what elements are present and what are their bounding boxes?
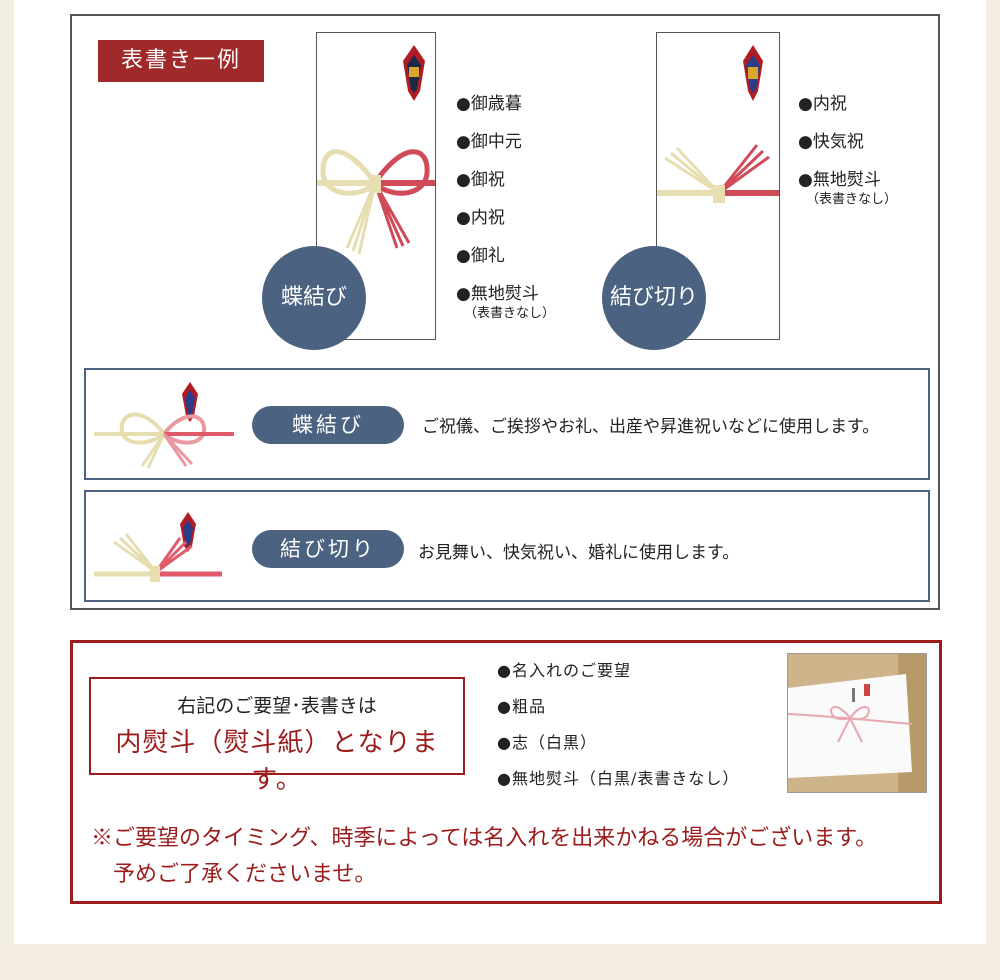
noshi-ornament-icon (743, 45, 763, 101)
timing-warning: ※ご要望のタイミング、時季によっては名入れを出来かねる場合がございます。 予めご… (91, 821, 877, 893)
chou-pill-label: 蝶結び (252, 406, 404, 444)
sample-section: 表書き一例 蝶結び ●御歳暮 ●御中元 ●御祝 (70, 14, 940, 610)
musubi-circle-label: 結び切り (602, 246, 706, 350)
list-item-note: （表書きなし） (464, 306, 556, 321)
list-item-note: （表書きなし） (806, 192, 898, 207)
request-item-list: ●名入れのご要望 ●粗品 ●志（白黒） ●無地熨斗（白黒/表書きなし） (497, 659, 739, 803)
musubi-usage-band: 結び切り お見舞い、快気祝い、婚礼に使用します。 (84, 490, 930, 602)
musubi-pill-label: 結び切り (252, 530, 404, 568)
warning-line-2: 予めご了承くださいませ。 (113, 862, 377, 887)
list-item: ●名入れのご要望 (497, 661, 631, 680)
list-item: ●御中元 (456, 132, 522, 152)
list-item: ●無地熨斗 （表書きなし） (456, 282, 556, 321)
gift-box-photo (787, 653, 927, 793)
list-item: ●内祝 (456, 208, 505, 228)
list-item: ●志（白黒） (497, 733, 597, 752)
notice-line-1: 右記のご要望･表書きは (177, 695, 377, 717)
musubi-usage-text: お見舞い、快気祝い、婚礼に使用します。 (418, 543, 740, 563)
musubi-item-list: ●内祝 ●快気祝 ●無地熨斗 （表書きなし） (798, 92, 898, 207)
request-section: 右記のご要望･表書きは 内熨斗（熨斗紙）となります。 ●名入れのご要望 ●粗品 … (70, 640, 942, 904)
musubi-knot-icon (94, 512, 222, 582)
inner-noshi-notice: 右記のご要望･表書きは 内熨斗（熨斗紙）となります。 (89, 677, 465, 795)
list-item: ●内祝 (798, 94, 847, 114)
warning-line-1: ※ご要望のタイミング、時季によっては名入れを出来かねる場合がございます。 (91, 826, 878, 851)
gift-box-image (788, 654, 926, 792)
list-item: ●粗品 (497, 697, 546, 716)
chou-circle-label: 蝶結び (262, 246, 366, 350)
chou-knot-icon (94, 382, 234, 469)
musubi-noshi-graphic (657, 45, 779, 203)
list-item: ●無地熨斗 （表書きなし） (798, 168, 898, 207)
list-item-label: ●無地熨斗 (456, 284, 539, 304)
notice-line-2: 内熨斗（熨斗紙）となります。 (115, 728, 439, 795)
noshi-ornament-icon (403, 45, 425, 101)
list-item: ●御歳暮 (456, 94, 522, 114)
chou-usage-band: 蝶結び ご祝儀、ご挨拶やお礼、出産や昇進祝いなどに使用します。 (84, 368, 930, 480)
list-item: ●御祝 (456, 170, 505, 190)
chou-item-list: ●御歳暮 ●御中元 ●御祝 ●内祝 ●御礼 ●無地熨斗 （表書きなし） (456, 92, 556, 321)
list-item-label: ●無地熨斗 (798, 170, 881, 190)
list-item: ●快気祝 (798, 132, 864, 152)
list-item: ●無地熨斗（白黒/表書きなし） (497, 769, 740, 788)
list-item: ●御礼 (456, 246, 505, 266)
chou-noshi-graphic (317, 45, 435, 255)
sample-tag: 表書き一例 (98, 40, 264, 82)
chou-usage-text: ご祝儀、ご挨拶やお礼、出産や昇進祝いなどに使用します。 (422, 417, 880, 437)
